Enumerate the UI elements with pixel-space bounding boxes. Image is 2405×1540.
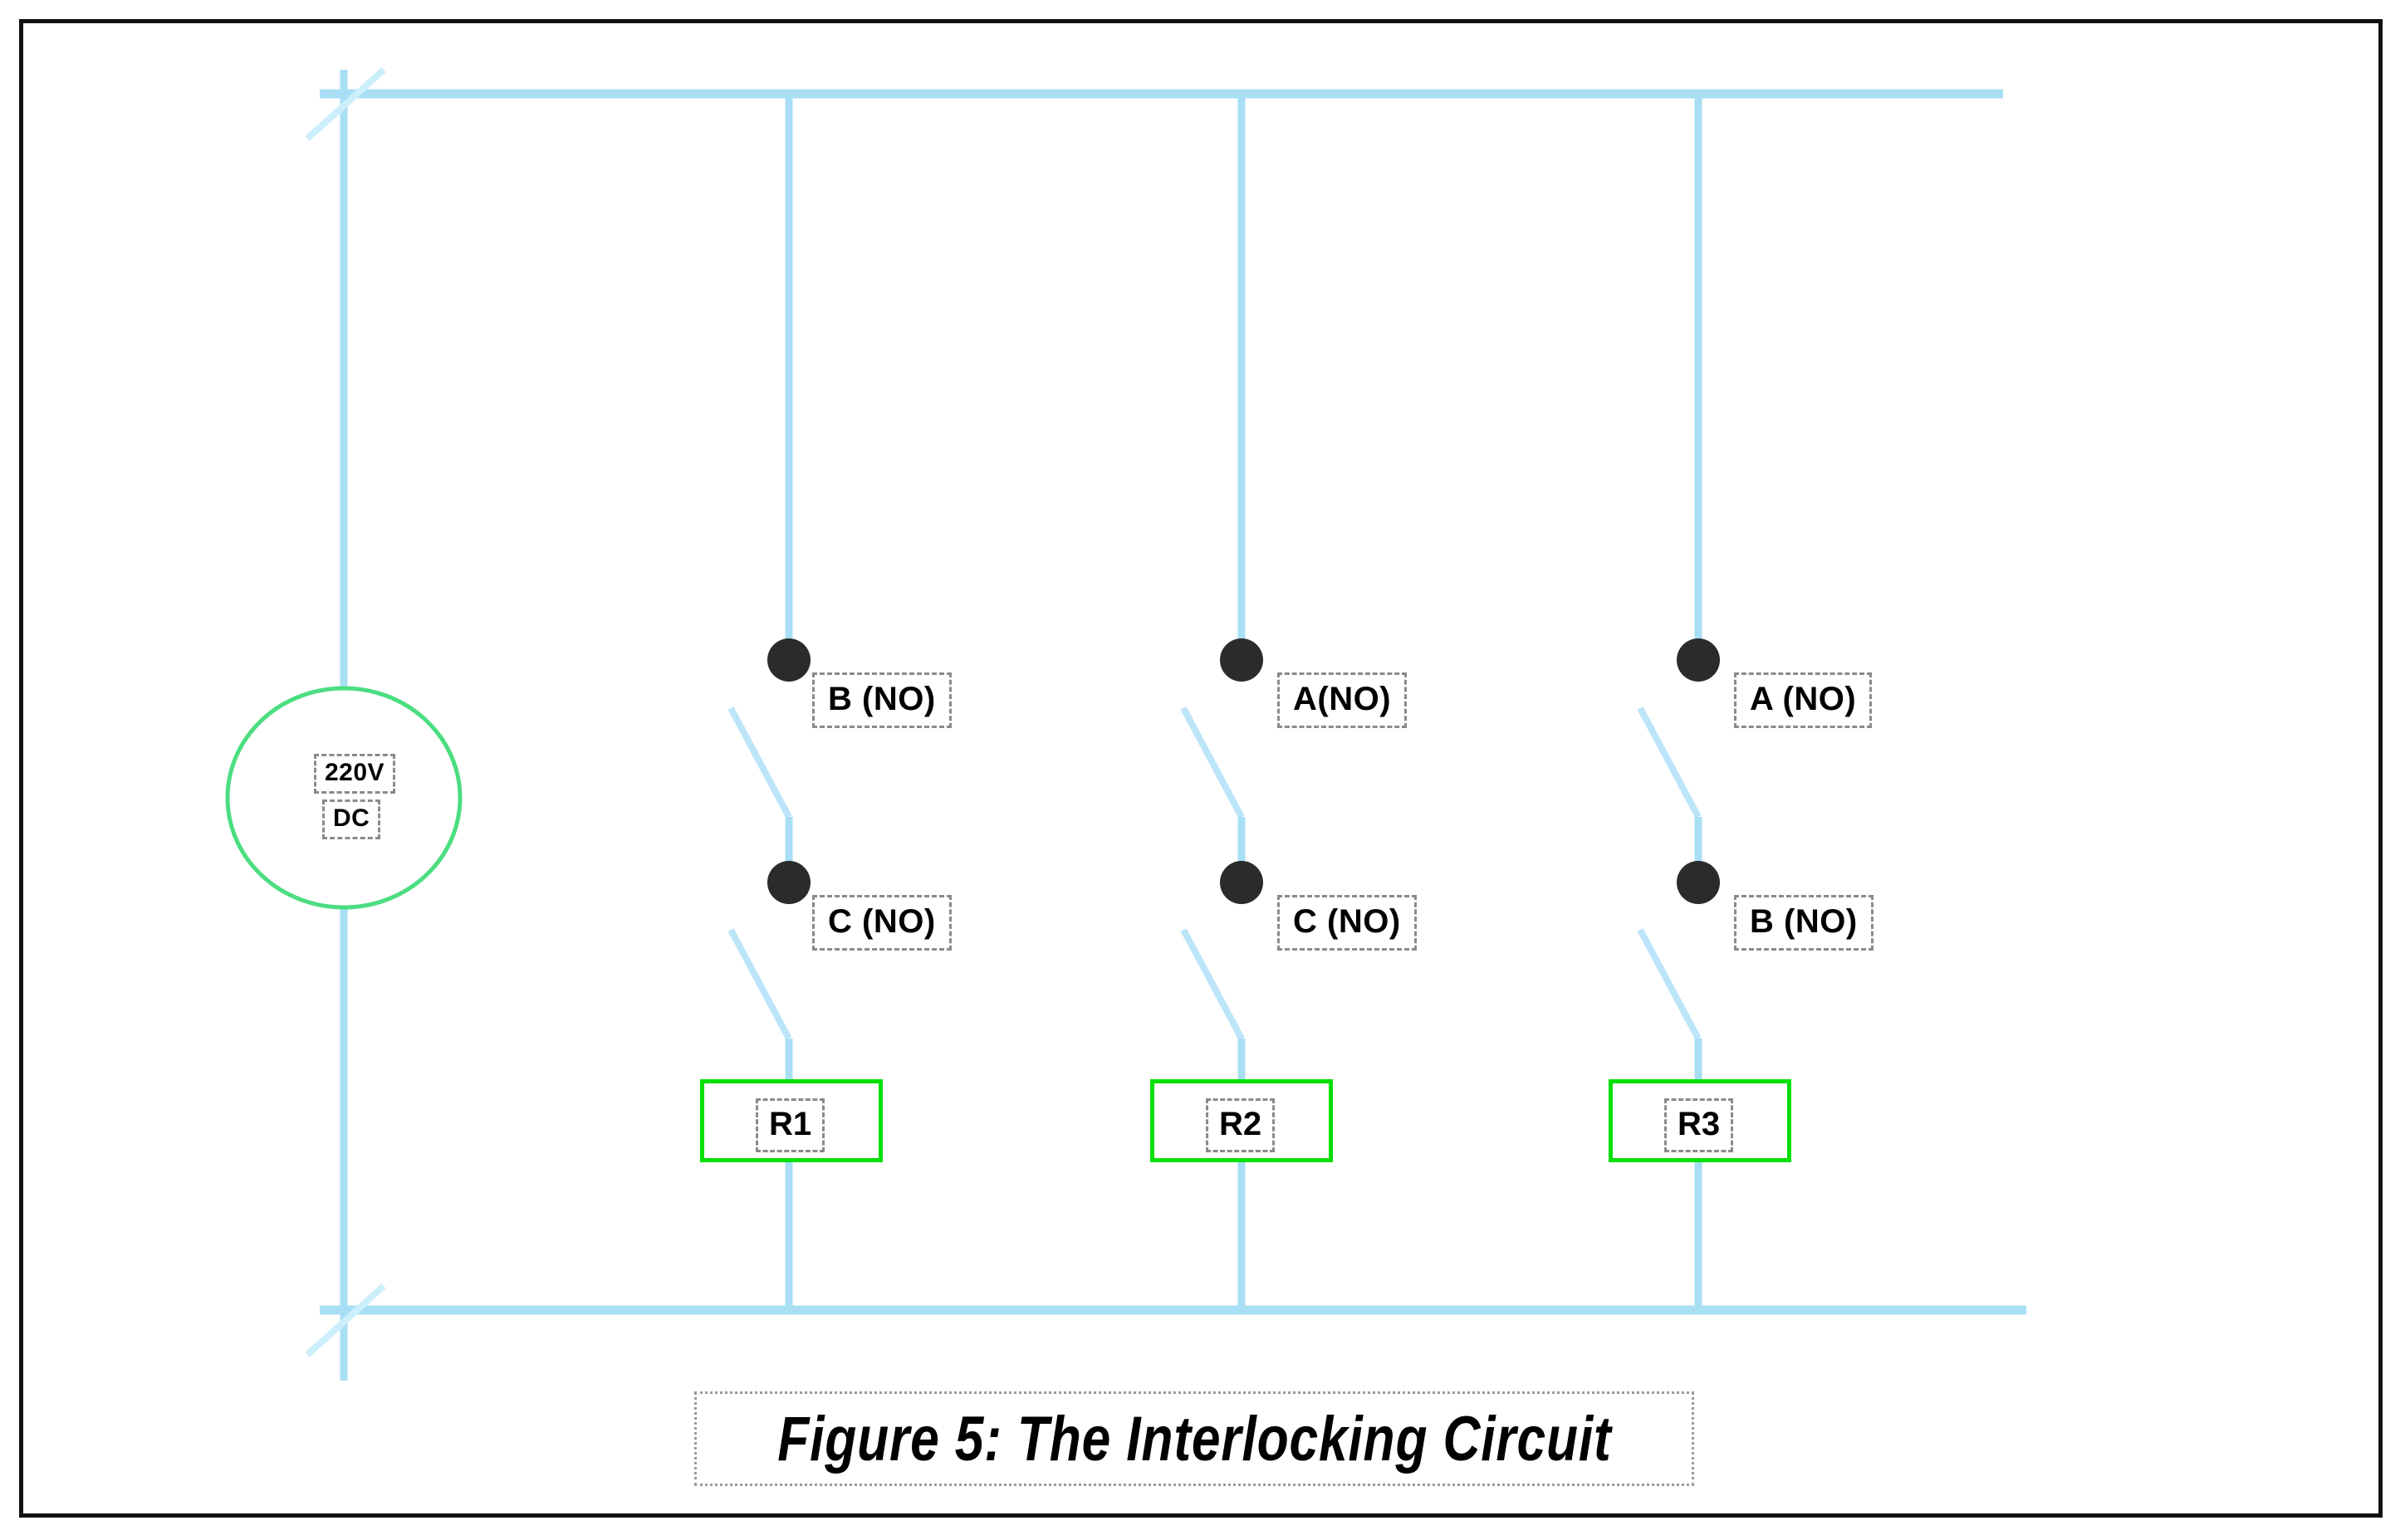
branch-2-wiring (1180, 94, 1246, 1310)
branch-1-switch-1-terminal (767, 638, 811, 682)
junction-tick-bottom (305, 1283, 386, 1357)
source-type-label: DC (322, 799, 381, 839)
branch-3-switch-2-terminal (1677, 861, 1720, 904)
figure-caption-text: Figure 5: The Interlocking Circuit (776, 1403, 1612, 1474)
figure-caption-box: Figure 5: The Interlocking Circuit (694, 1391, 1694, 1486)
source-circle (225, 686, 463, 910)
relay-label-r3: R3 (1664, 1098, 1734, 1152)
branch-3-switch-2-blade (1637, 928, 1702, 1040)
branch-2-switch-1-blade (1180, 706, 1245, 819)
switch-label-branch1-bottom: C (NO) (812, 895, 952, 951)
switch-label-branch1-top: B (NO) (812, 672, 952, 728)
branch-2-switch-1-terminal (1220, 638, 1263, 682)
junction-tick-top (305, 67, 386, 141)
branch-3-switch-1-blade (1637, 706, 1702, 819)
page-border (19, 19, 2383, 1518)
branch-1-switch-1-blade (727, 706, 792, 819)
switch-label-branch3-top: A (NO) (1734, 672, 1873, 728)
switch-label-branch2-top: A(NO) (1277, 672, 1408, 728)
voltage-source-symbol (225, 686, 463, 910)
branch-1-switch-2-blade (727, 928, 792, 1040)
switch-label-branch3-bottom: B (NO) (1734, 895, 1874, 951)
relay-label-r2: R2 (1206, 1098, 1276, 1152)
switch-label-branch2-bottom: C (NO) (1277, 895, 1417, 951)
branch-3-switch-1-terminal (1677, 638, 1720, 682)
branch-2-switch-2-terminal (1220, 861, 1263, 904)
branch-2-switch-2-blade (1180, 928, 1245, 1040)
relay-label-r1: R1 (756, 1098, 825, 1152)
source-voltage-label: 220V (314, 754, 396, 794)
branch-1-switch-2-terminal (767, 861, 811, 904)
switch-terminals (767, 638, 1720, 904)
